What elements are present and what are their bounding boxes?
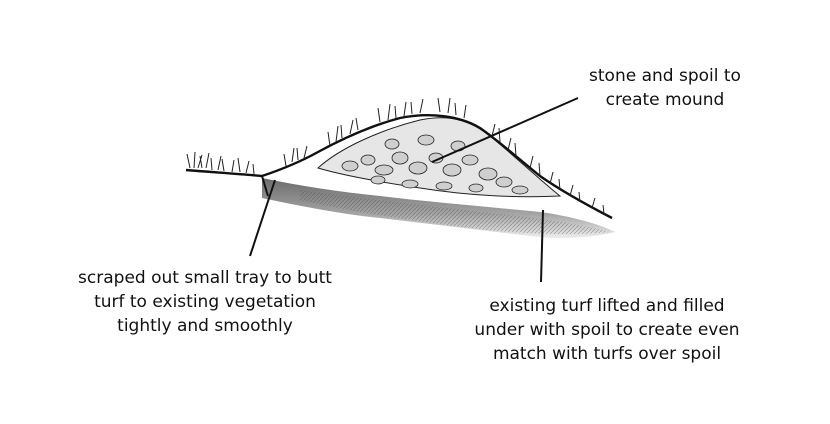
label-scraped-tray: scraped out small tray to butt turf to e… — [40, 266, 370, 338]
label-tray-line-2: turf to existing vegetation — [94, 292, 316, 312]
label-tray-line-1: scraped out small tray to butt — [78, 268, 332, 288]
leader-line-stone-spoil — [431, 97, 579, 163]
label-existing-turf: existing turf lifted and filled under wi… — [432, 294, 782, 366]
soil-shading — [300, 190, 610, 235]
label-stone-line-1: stone and spoil to — [589, 66, 741, 86]
label-stone-line-2: create mound — [605, 90, 725, 110]
label-tray-line-3: tightly and smoothly — [117, 316, 293, 336]
grass-tufts — [186, 97, 605, 215]
stones — [341, 134, 529, 195]
label-existing-line-2: under with spoil to create even — [474, 320, 740, 340]
tray-edge — [261, 175, 269, 197]
label-existing-line-1: existing turf lifted and filled — [489, 296, 725, 316]
label-existing-line-3: match with turfs over spoil — [492, 344, 722, 364]
leader-line-scraped-tray — [249, 179, 276, 257]
label-stone-and-spoil: stone and spoil to create mound — [560, 64, 770, 112]
turf-surface-line — [185, 114, 613, 220]
leader-line-existing-turf — [540, 209, 544, 283]
